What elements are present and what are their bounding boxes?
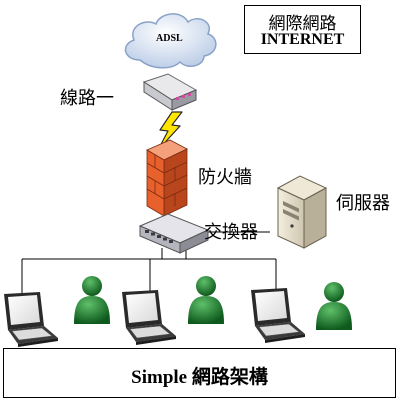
- internet-title-box: 網際網路 INTERNET: [244, 5, 361, 54]
- switch-label: 交換器: [204, 222, 258, 243]
- switch-icon: [138, 213, 210, 254]
- laptop-icon: [250, 287, 306, 344]
- connection-lines: [21, 93, 277, 296]
- laptop-icon: [121, 289, 177, 346]
- user-icon: [74, 276, 110, 324]
- server-icon: [276, 175, 328, 249]
- server-label: 伺服器: [336, 193, 390, 214]
- cloud-label: ADSL: [156, 33, 183, 44]
- diagram-caption: Simple 網路架構: [131, 367, 268, 388]
- lightning-icon: [157, 111, 183, 151]
- internet-title-en: INTERNET: [260, 31, 345, 48]
- cloud-icon: [124, 13, 217, 69]
- firewall-icon: [146, 139, 188, 217]
- line1-label: 線路一: [60, 88, 114, 109]
- user-icon: [188, 276, 224, 324]
- router-icon: [142, 73, 198, 111]
- internet-title-zh: 網際網路: [268, 14, 337, 34]
- user-icon: [316, 282, 352, 330]
- laptop-icon: [3, 291, 59, 348]
- firewall-label: 防火牆: [198, 167, 252, 188]
- caption-box: Simple 網路架構: [3, 348, 396, 398]
